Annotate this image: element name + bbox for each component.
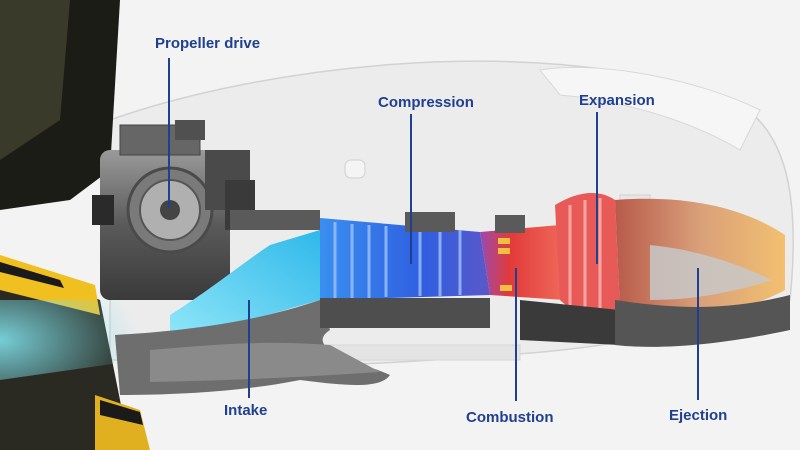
ejection-label: Ejection bbox=[669, 407, 728, 424]
ejection-leader bbox=[697, 268, 699, 400]
expansion-flow bbox=[555, 193, 620, 315]
intake-leader bbox=[248, 300, 250, 398]
compression-label: Compression bbox=[378, 94, 474, 111]
propeller-drive-label: Propeller drive bbox=[155, 35, 261, 52]
intake-label: Intake bbox=[224, 402, 268, 419]
propeller-drive-leader bbox=[168, 58, 170, 208]
expansion-label: Expansion bbox=[579, 92, 655, 109]
compressor-flow bbox=[320, 218, 490, 300]
combustion-flow bbox=[480, 225, 565, 300]
combustion-leader bbox=[515, 268, 517, 401]
intake-flow bbox=[170, 230, 320, 335]
compression-leader bbox=[410, 114, 412, 264]
expansion-leader bbox=[596, 112, 598, 264]
combustion-label: Combustion bbox=[466, 409, 554, 426]
